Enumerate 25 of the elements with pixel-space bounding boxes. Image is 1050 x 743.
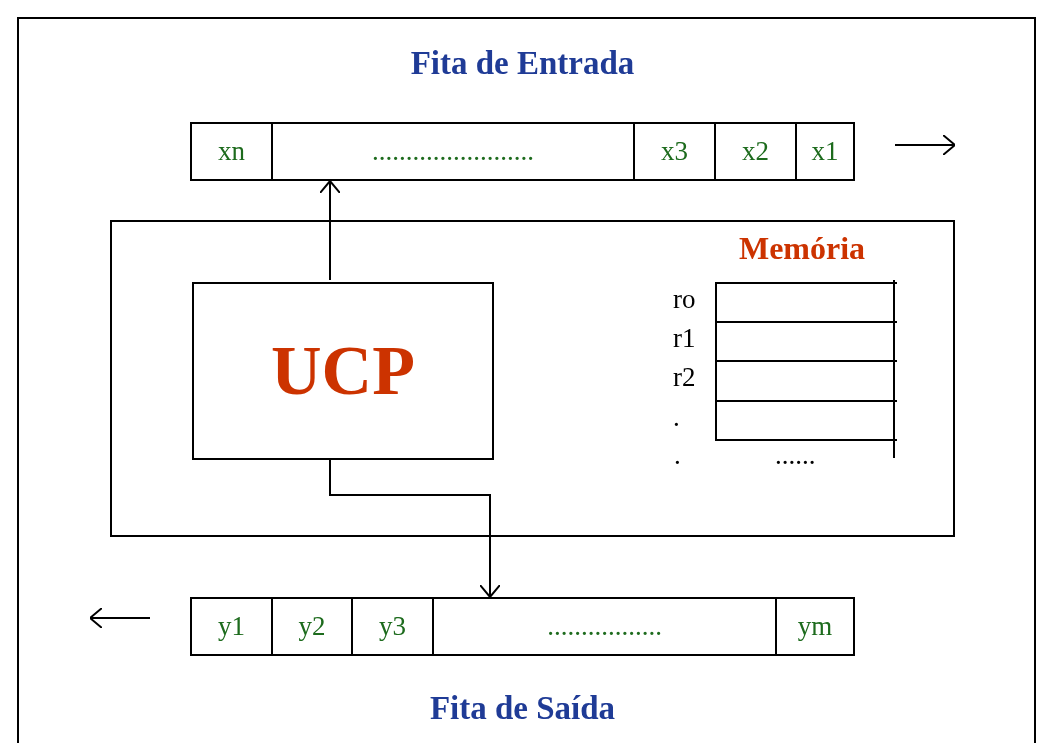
register-label: r2 (673, 362, 696, 393)
tape-cell: ................. (432, 597, 777, 656)
register-cell (715, 282, 897, 323)
tape-cell: y3 (351, 597, 434, 656)
tape-cell: x2 (714, 122, 797, 181)
register-label: . (673, 402, 680, 433)
register-label: r1 (673, 323, 696, 354)
tape-title: Fita de Saída (428, 690, 617, 727)
tape-cell: y2 (271, 597, 353, 656)
tape-cell: ........................ (271, 122, 635, 181)
tape-cell: ym (775, 597, 855, 656)
arrow (319, 180, 341, 281)
arrow (329, 457, 501, 598)
tape-title: Fita de Entrada (409, 45, 636, 82)
tape-cell: x1 (795, 122, 855, 181)
dots-text: ...... (775, 440, 816, 471)
tape-cell: x3 (633, 122, 716, 181)
tape-cell: xn (190, 122, 273, 181)
register-cell (715, 400, 897, 441)
register-label: ro (673, 284, 696, 315)
cpu-box: UCP (192, 282, 494, 460)
tape-cell: y1 (190, 597, 273, 656)
machine-frame (110, 220, 955, 537)
dots-text: . (674, 440, 681, 471)
memory-title: Memória (737, 230, 867, 267)
